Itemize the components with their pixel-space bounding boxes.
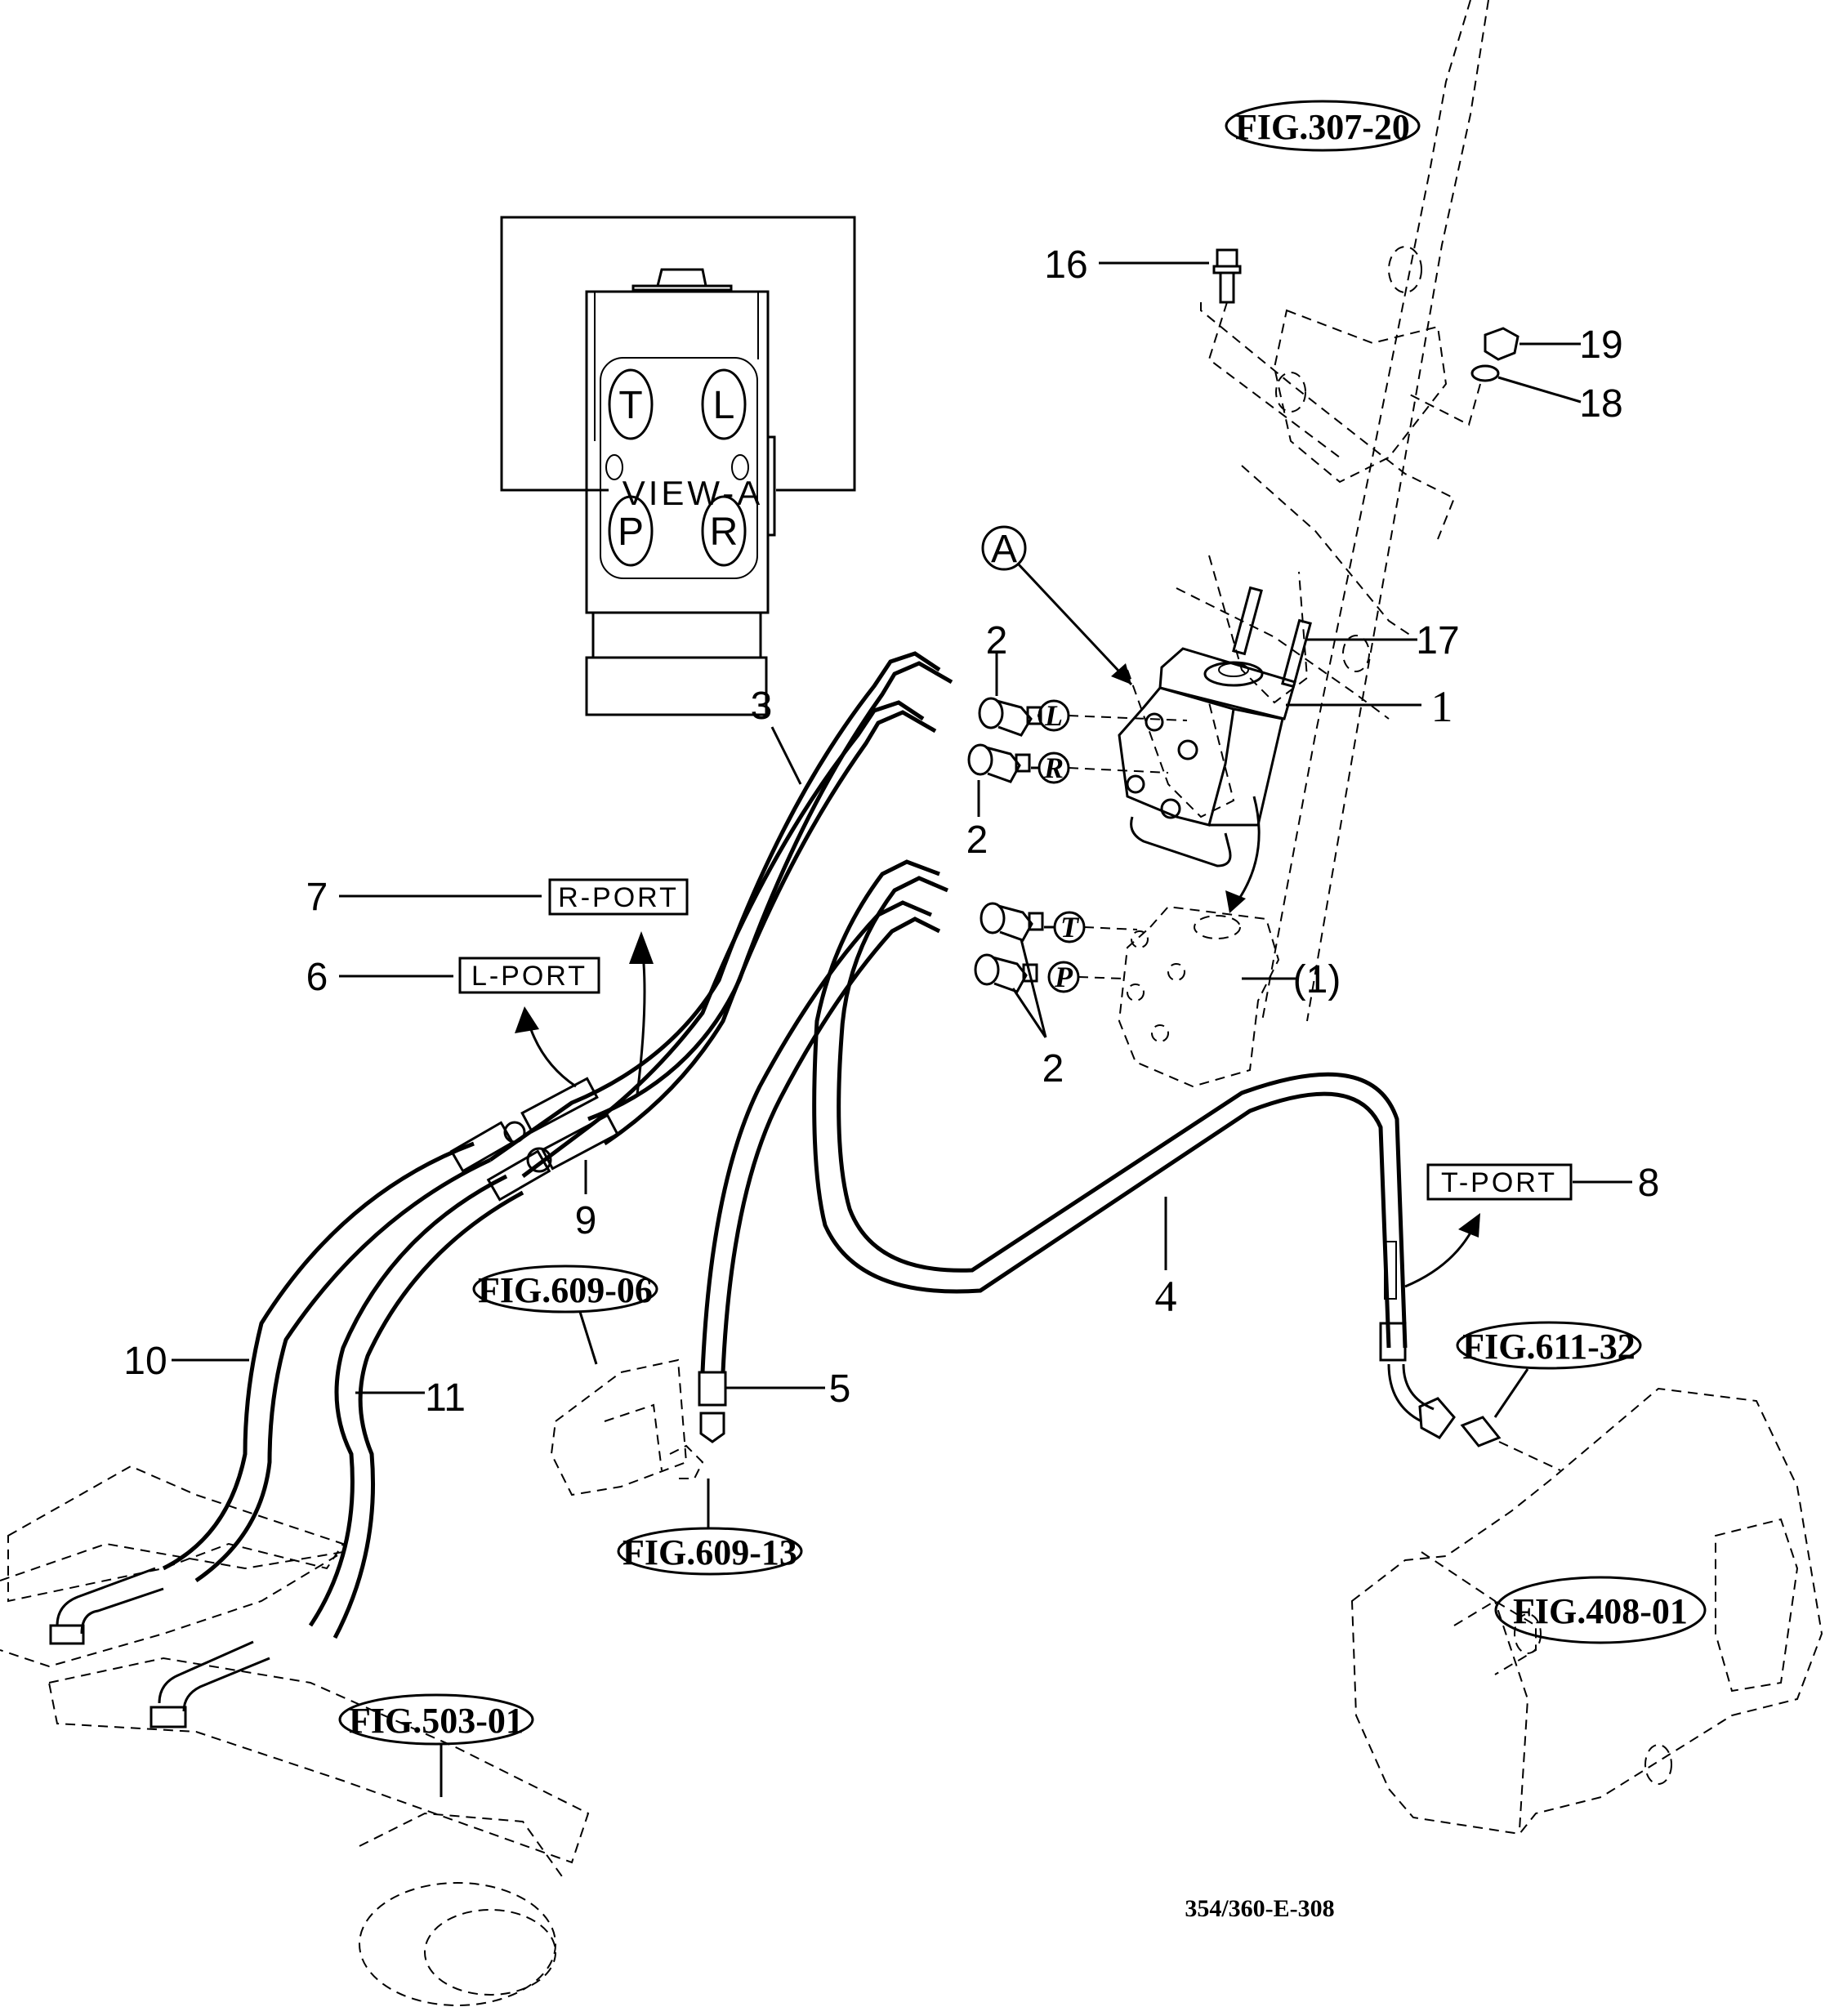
fig-609-13-reference[interactable]: FIG.609-13 <box>617 1479 803 1576</box>
port-marker-p: P <box>1047 961 1124 993</box>
svg-text:P: P <box>1054 961 1073 993</box>
callout-4: 4 <box>1155 1272 1177 1321</box>
callout-1-ref: (1) <box>1293 958 1341 1001</box>
bolt-16 <box>1207 248 1341 458</box>
callout-19: 19 <box>1579 323 1622 367</box>
callout-9: 9 <box>575 1199 597 1242</box>
leader-18 <box>1497 376 1582 404</box>
callout-7: 7 <box>306 876 328 919</box>
view-a-arrowhead <box>1111 663 1131 685</box>
callout-6: 6 <box>306 956 328 999</box>
transmission-phantom <box>1350 1387 1823 1835</box>
view-a-inset: VIEW-A T L P R <box>500 216 856 716</box>
svg-text:R-PORT: R-PORT <box>558 882 679 913</box>
steering-column-phantom <box>1127 0 1489 1022</box>
hose-5 <box>698 900 941 1443</box>
install-arrow <box>1232 796 1261 908</box>
t-port-tag: T-PORT <box>1404 1163 1573 1288</box>
svg-text:L-PORT: L-PORT <box>471 961 587 992</box>
fitting-2-p <box>974 953 1038 993</box>
callout-2c: 2 <box>1042 1047 1064 1091</box>
svg-text:FIG.503-01: FIG.503-01 <box>349 1701 524 1741</box>
callout-2a: 2 <box>986 619 1008 662</box>
callout-18: 18 <box>1579 382 1622 426</box>
svg-text:FIG.611-32: FIG.611-32 <box>1462 1327 1635 1367</box>
valve-face-drawing <box>585 268 776 716</box>
front-axle-phantom <box>0 1465 590 2006</box>
steering-valve-phantom <box>1118 905 1280 1088</box>
drawing-code: 354/360-E-308 <box>1185 1895 1334 1922</box>
fitting-2-t <box>980 902 1044 942</box>
leader-3 <box>770 726 802 785</box>
callout-1: 1 <box>1431 682 1453 731</box>
view-port-p: P <box>608 495 654 567</box>
hoses-10-11 <box>162 1121 551 1639</box>
view-port-r: R <box>701 495 747 567</box>
port-marker-l: L <box>1038 699 1188 732</box>
port-marker-r: R <box>1031 752 1169 784</box>
adapter-611-32 <box>1460 1416 1561 1471</box>
callout-5: 5 <box>829 1367 851 1411</box>
port-marker-t: T <box>1044 911 1138 943</box>
callout-2b: 2 <box>966 818 988 862</box>
fig-609-06-reference[interactable]: FIG.609-06 <box>472 1264 658 1365</box>
hose-3-pair <box>489 651 953 1178</box>
hose-4 <box>812 859 1456 1439</box>
fitting-2-r <box>967 743 1031 783</box>
view-port-l: L <box>701 368 747 440</box>
pump-phantom <box>550 1358 704 1496</box>
callout-8: 8 <box>1638 1162 1660 1205</box>
callout-16: 16 <box>1044 243 1087 287</box>
svg-text:T: T <box>618 384 642 427</box>
svg-text:T-PORT: T-PORT <box>1441 1167 1557 1198</box>
fig-611-32-reference[interactable]: FIG.611-32 <box>1456 1321 1642 1418</box>
view-port-t: T <box>608 368 654 440</box>
view-a-marker[interactable]: A <box>981 525 1133 686</box>
fig-503-01-reference[interactable]: FIG.503-01 <box>338 1693 534 1797</box>
install-arrowhead <box>1225 890 1246 913</box>
svg-text:A: A <box>991 528 1017 571</box>
callout-17: 17 <box>1416 619 1459 662</box>
callout-3: 3 <box>751 685 773 728</box>
svg-text:L: L <box>713 384 735 427</box>
l-port-tag: L-PORT <box>458 957 600 1088</box>
fig-307-20-reference[interactable]: FIG.307-20 <box>1225 100 1421 152</box>
fitting-2-l <box>978 697 1042 737</box>
studs-17 <box>1232 586 1312 689</box>
svg-text:FIG.609-13: FIG.609-13 <box>623 1532 797 1572</box>
r-port-tag: R-PORT <box>548 878 689 1095</box>
nut-19 <box>1404 327 1519 426</box>
washer-18 <box>1470 364 1500 382</box>
steering-valve-1 <box>1118 647 1296 868</box>
svg-text:FIG.609-06: FIG.609-06 <box>478 1270 653 1310</box>
svg-text:R: R <box>710 511 739 554</box>
svg-text:P: P <box>618 511 644 554</box>
fig-408-01-reference[interactable]: FIG.408-01 <box>1494 1576 1707 1644</box>
svg-text:T: T <box>1060 911 1080 943</box>
svg-text:R: R <box>1043 752 1064 784</box>
callout-11: 11 <box>425 1376 466 1420</box>
view-a-frame <box>500 216 856 492</box>
svg-text:FIG.307-20: FIG.307-20 <box>1235 107 1410 147</box>
leader-2c <box>1011 939 1047 1038</box>
callout-10: 10 <box>123 1340 167 1383</box>
svg-text:FIG.408-01: FIG.408-01 <box>1513 1591 1688 1631</box>
fittings-9 <box>503 1077 619 1173</box>
svg-text:L: L <box>1044 699 1063 732</box>
